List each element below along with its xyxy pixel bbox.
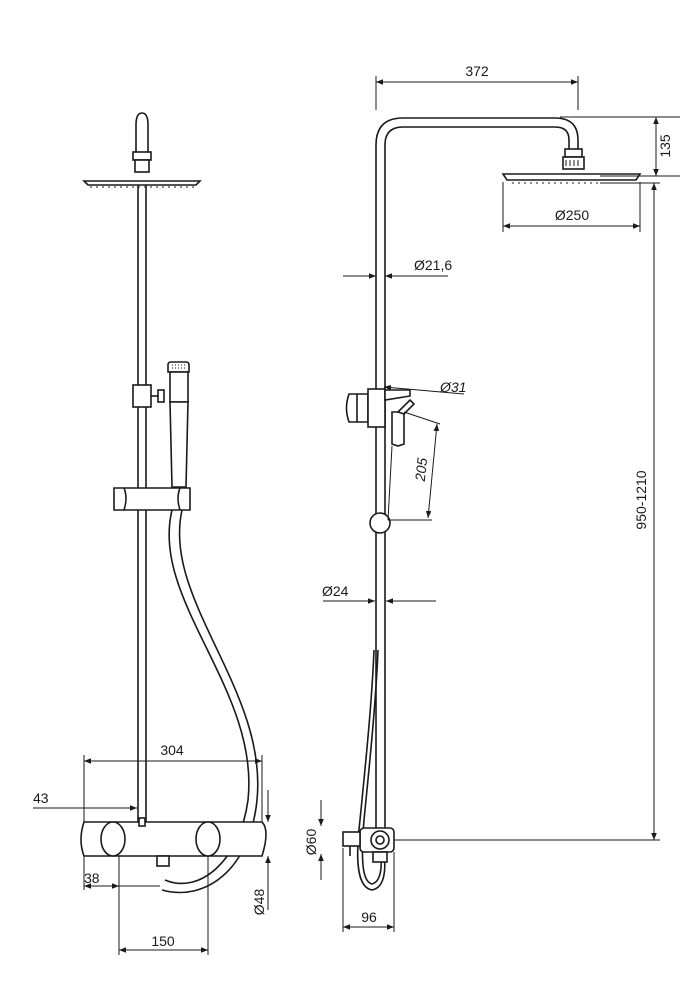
dim-304: 304 <box>160 742 184 758</box>
dimension-labels: 372 135 Ø250 Ø21,6 Ø31 205 950-1210 Ø24 … <box>33 63 673 949</box>
side-view <box>342 117 642 891</box>
dim-21-6: Ø21,6 <box>414 257 452 273</box>
dim-48: Ø48 <box>251 889 267 916</box>
dim-135: 135 <box>657 134 673 158</box>
dim-38: 38 <box>84 870 100 886</box>
front-view <box>80 112 267 894</box>
dim-250: Ø250 <box>555 207 589 223</box>
dim-31: Ø31 <box>439 379 466 395</box>
dim-24: Ø24 <box>322 583 349 599</box>
dimension-lines <box>33 76 680 955</box>
dim-96: 96 <box>361 909 377 925</box>
dim-372: 372 <box>465 63 489 79</box>
dim-205: 205 <box>412 457 430 483</box>
dim-43: 43 <box>33 790 49 806</box>
dim-150: 150 <box>151 933 175 949</box>
dim-60: Ø60 <box>303 829 319 856</box>
dim-950-1210: 950-1210 <box>633 470 649 529</box>
